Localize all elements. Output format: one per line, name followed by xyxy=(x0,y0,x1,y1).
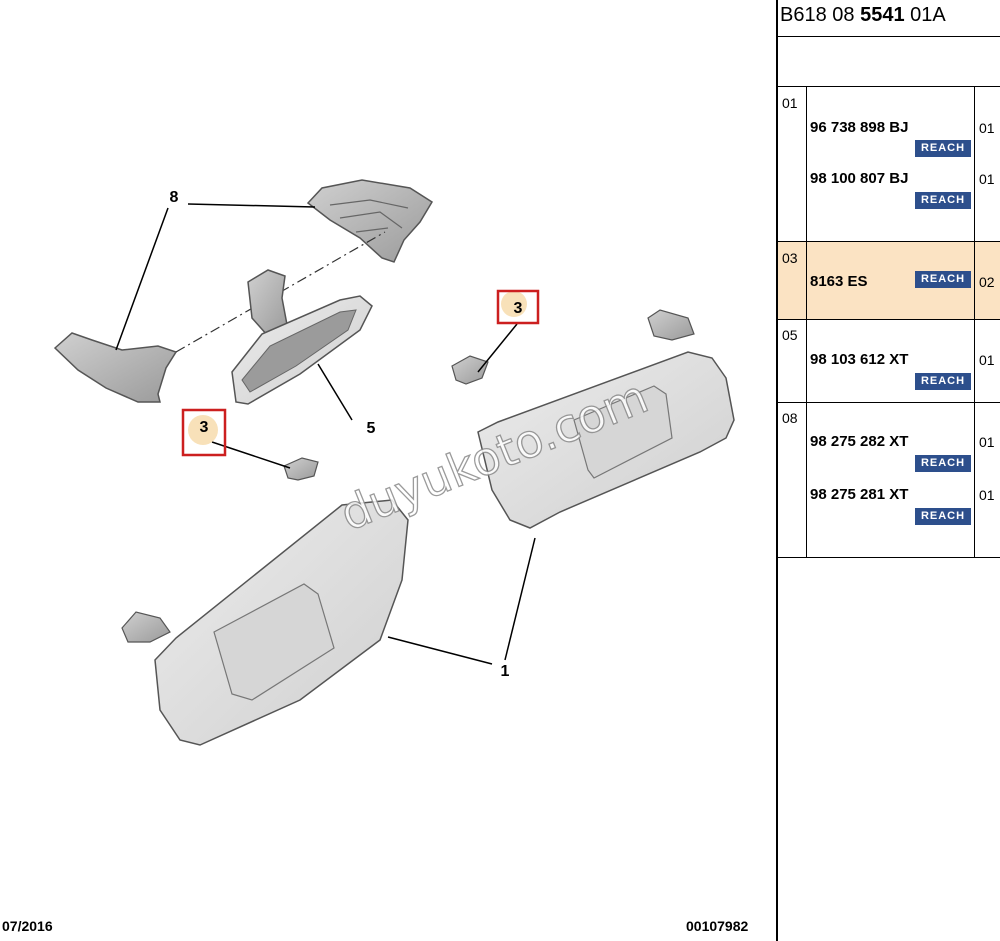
parts-diagram: 8 5 3 3 1 duyukoto.com xyxy=(53,179,735,746)
part-number[interactable]: 98 275 282 XT xyxy=(810,433,909,450)
item-number: 01 xyxy=(782,95,798,111)
leader-lines xyxy=(115,203,536,665)
reach-badge: REACH xyxy=(915,192,971,209)
callout-8: 8 xyxy=(170,189,179,206)
callout-3-left[interactable]: 3 xyxy=(181,408,227,457)
table-line xyxy=(806,86,807,557)
clip-right xyxy=(451,355,489,385)
sun-visor-left xyxy=(121,499,409,746)
part-number[interactable]: 96 738 898 BJ xyxy=(810,119,909,136)
reach-badge: REACH xyxy=(915,373,971,390)
callout-3-right-label: 3 xyxy=(514,300,523,317)
part-number[interactable]: 98 100 807 BJ xyxy=(810,170,909,187)
quantity: 01 xyxy=(979,171,995,187)
table-line xyxy=(778,557,1000,558)
quantity: 01 xyxy=(979,487,995,503)
part-number[interactable]: 98 103 612 XT xyxy=(810,351,909,368)
footer-number: 00107982 xyxy=(686,918,749,934)
reference-code: B618 08 5541 01A xyxy=(780,4,946,26)
callout-1: 1 xyxy=(501,663,510,680)
table-line xyxy=(778,86,1000,87)
reach-badge: REACH xyxy=(915,271,971,288)
quantity: 01 xyxy=(979,434,995,450)
footer-date: 07/2016 xyxy=(2,918,53,934)
item-number: 08 xyxy=(782,410,798,426)
sun-visor-right xyxy=(477,309,735,529)
part-number[interactable]: 8163 ES xyxy=(810,273,868,290)
parts-panel: B618 08 5541 01A 01 96 738 898 BJ 01 REA… xyxy=(778,0,1000,941)
item-number: 03 xyxy=(782,250,798,266)
quantity: 02 xyxy=(979,274,995,290)
item-number: 05 xyxy=(782,327,798,343)
panel-divider xyxy=(776,0,778,941)
mirror-cover-upper xyxy=(306,179,434,263)
reach-badge: REACH xyxy=(915,508,971,525)
table-line xyxy=(778,36,1000,37)
table-line xyxy=(778,402,1000,403)
callout-3-left-label: 3 xyxy=(200,419,209,436)
quantity: 01 xyxy=(979,352,995,368)
table-line xyxy=(778,319,1000,320)
mirror-cover-lower xyxy=(53,332,178,403)
table-line xyxy=(974,86,975,557)
quantity: 01 xyxy=(979,120,995,136)
table-line xyxy=(778,241,1000,242)
rear-view-mirror xyxy=(231,269,373,405)
reach-badge: REACH xyxy=(915,455,971,472)
callout-3-right[interactable]: 3 xyxy=(496,289,540,325)
callout-5: 5 xyxy=(367,420,376,437)
reach-badge: REACH xyxy=(915,140,971,157)
clip-left xyxy=(283,457,319,481)
part-number[interactable]: 98 275 281 XT xyxy=(810,486,909,503)
